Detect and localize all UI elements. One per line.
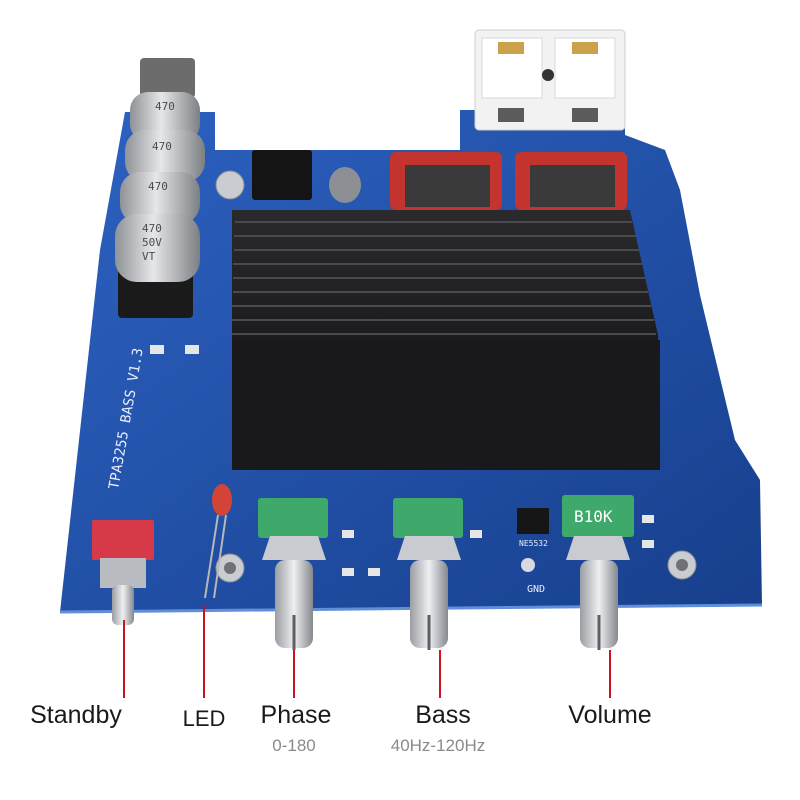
standby-label: Standby [30,701,122,729]
cap-label-4: 470 [142,222,162,235]
phase-label: Phase [260,701,332,729]
small-capacitor [329,167,361,203]
test-point [521,558,535,572]
cap-label-2: 470 [152,140,172,153]
heatsink [232,210,660,470]
opamp-chip [517,508,549,534]
cap-vt-4: VT [142,250,156,263]
output-inductors [390,152,627,210]
opamp-marking: NE5532 [519,539,548,548]
mount-hole-top [215,170,245,200]
bass-range: 40Hz-120Hz [390,736,486,755]
led-label: LED [182,706,226,731]
standby-switch [92,520,154,625]
capacitor-bank: 470 470 470 470 50V VT [115,58,205,318]
gnd-marking: GND [527,584,545,595]
smd-components [150,345,654,576]
speaker-terminal [474,29,626,131]
led-indicator [204,484,232,599]
phase-range: 0-180 [272,736,316,755]
callout-lines [123,606,611,698]
cap-label-3: 470 [148,180,168,193]
cap-label-1: 470 [155,100,175,113]
pot-marking: B10K [574,507,613,526]
regulator-ic [252,150,312,200]
bass-label: Bass [415,701,471,729]
cap-voltage-4: 50V [142,236,162,249]
volume-potentiometer: B10K [562,495,634,650]
phase-potentiometer [258,498,328,650]
volume-label: Volume [568,701,652,729]
bass-potentiometer [393,498,463,650]
